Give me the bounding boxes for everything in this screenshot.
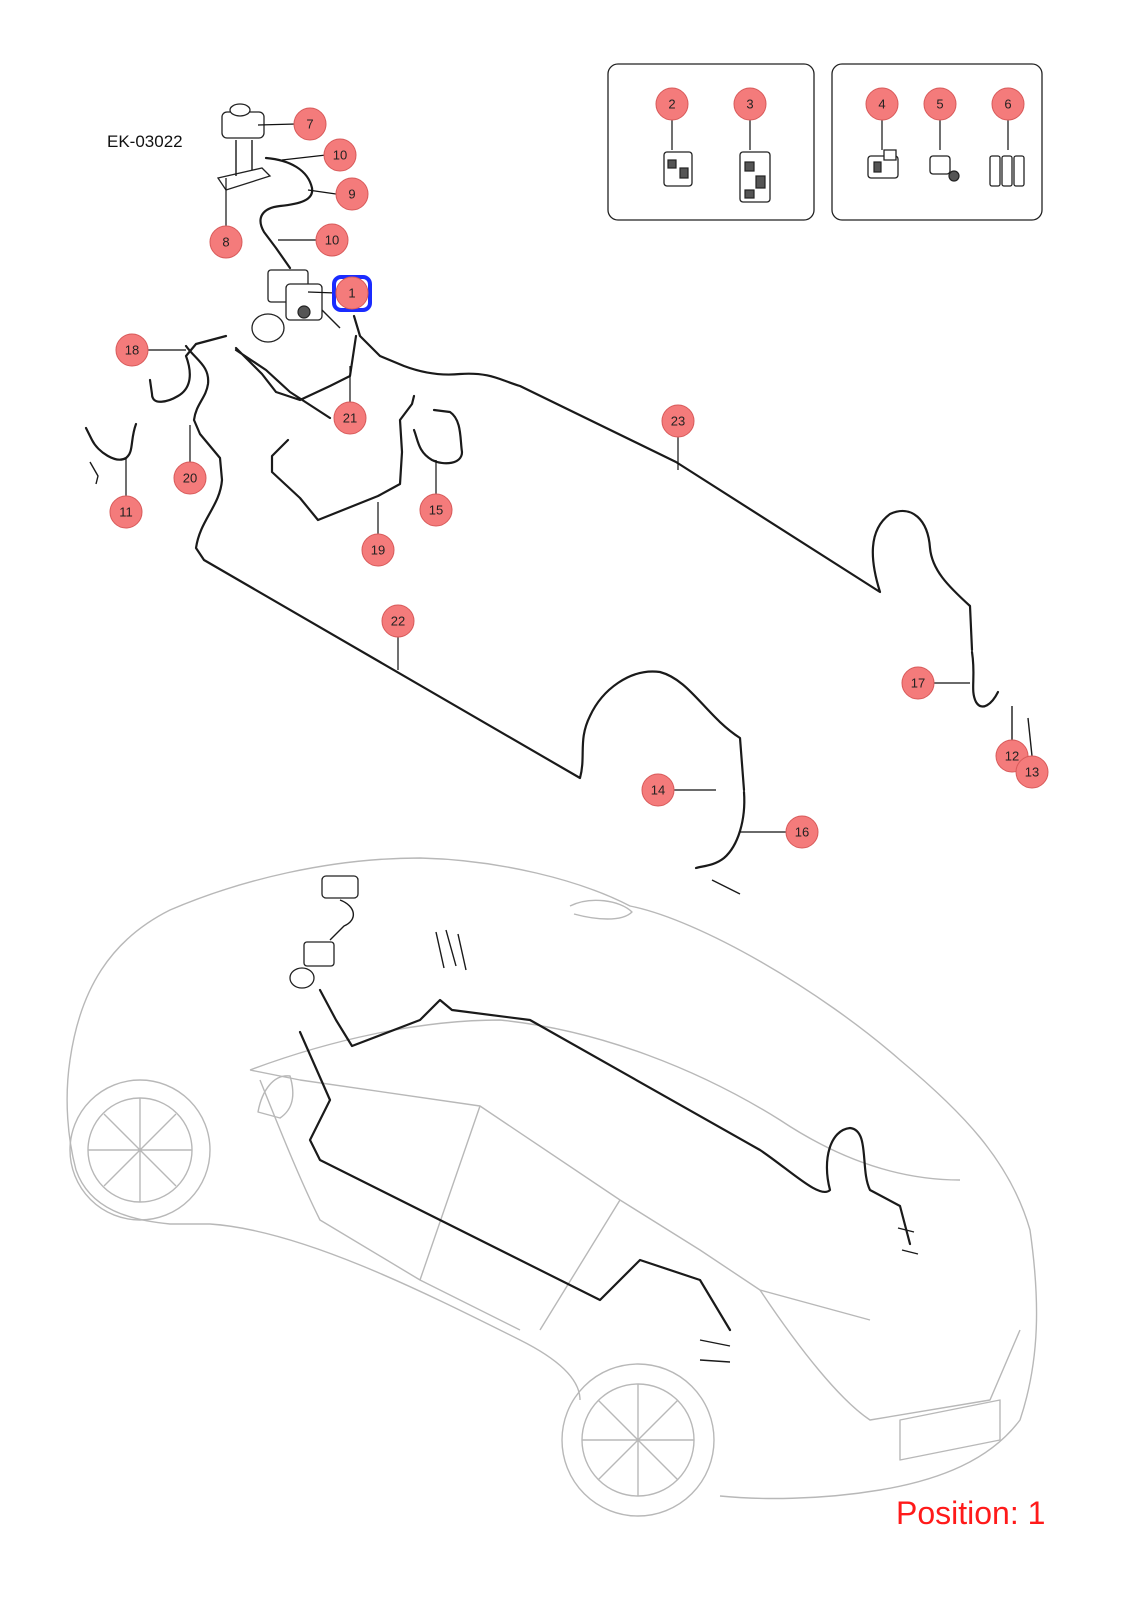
callout-19[interactable]: 19 [361, 533, 395, 567]
callout-4-label: 4 [878, 97, 885, 112]
callout-17-label: 17 [911, 676, 925, 691]
callout-18[interactable]: 18 [115, 333, 149, 367]
callout-15-label: 15 [429, 503, 443, 518]
callout-10-upper[interactable]: 10 [323, 138, 357, 172]
callout-20[interactable]: 20 [173, 461, 207, 495]
callout-1-label: 1 [348, 286, 355, 301]
callout-10-lower[interactable]: 10 [315, 223, 349, 257]
callout-1[interactable]: 1 [335, 276, 369, 310]
callout-18-label: 18 [125, 343, 139, 358]
callout-17[interactable]: 17 [901, 666, 935, 700]
callout-11[interactable]: 11 [109, 495, 143, 529]
abs-unit [251, 269, 341, 343]
callout-8[interactable]: 8 [209, 225, 243, 259]
reservoir-assembly [216, 103, 272, 191]
callout-12-label: 12 [1005, 749, 1019, 764]
leader-lines [125, 104, 1009, 833]
callout-7[interactable]: 7 [293, 107, 327, 141]
callout-21[interactable]: 21 [333, 401, 367, 435]
callout-9-label: 9 [348, 187, 355, 202]
callout-20-label: 20 [183, 471, 197, 486]
part-3-module [739, 151, 771, 203]
callout-16-label: 16 [795, 825, 809, 840]
callout-21-label: 21 [343, 411, 357, 426]
callout-16[interactable]: 16 [785, 815, 819, 849]
callout-23-label: 23 [671, 414, 685, 429]
part-6-connector [989, 155, 1025, 187]
callout-9[interactable]: 9 [335, 177, 369, 211]
callout-10-lower-label: 10 [325, 233, 339, 248]
callout-14[interactable]: 14 [641, 773, 675, 807]
callout-22-label: 22 [391, 614, 405, 629]
callout-2[interactable]: 2 [655, 87, 689, 121]
callout-8-label: 8 [222, 235, 229, 250]
callout-11-label: 11 [119, 505, 133, 520]
callout-19-label: 19 [371, 543, 385, 558]
callout-13[interactable]: 13 [1015, 755, 1049, 789]
callout-2-label: 2 [668, 97, 675, 112]
callout-14-label: 14 [651, 783, 665, 798]
callout-3-label: 3 [746, 97, 753, 112]
part-2-module [663, 151, 693, 187]
callout-5-label: 5 [936, 97, 943, 112]
callout-23[interactable]: 23 [661, 404, 695, 438]
part-5-sensor [929, 155, 960, 182]
inset-box-sensors [831, 63, 1043, 221]
callout-15[interactable]: 15 [419, 493, 453, 527]
callout-3[interactable]: 3 [733, 87, 767, 121]
callout-6[interactable]: 6 [991, 87, 1025, 121]
position-indicator: Position: 1 [896, 1495, 1046, 1531]
callout-4[interactable]: 4 [865, 87, 899, 121]
callout-5[interactable]: 5 [923, 87, 957, 121]
callout-7-label: 7 [306, 117, 313, 132]
car-outline [66, 857, 1038, 1517]
callout-6-label: 6 [1004, 97, 1011, 112]
brake-pipes [84, 156, 1033, 895]
drawing-code: EK-03022 [107, 132, 183, 151]
callout-13-label: 13 [1025, 765, 1039, 780]
callout-22[interactable]: 22 [381, 604, 415, 638]
part-4-sensor [867, 149, 899, 179]
callout-10-upper-label: 10 [333, 148, 347, 163]
inset-box-relays [607, 63, 815, 221]
